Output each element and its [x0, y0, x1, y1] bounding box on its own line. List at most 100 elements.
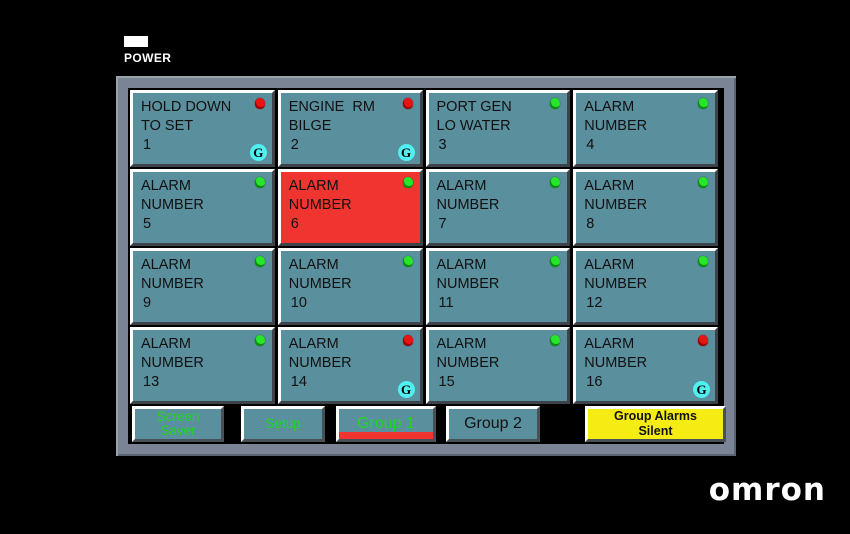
power-label: POWER — [124, 51, 172, 65]
alarm-button-14[interactable]: ALARM NUMBER 14 G — [277, 327, 423, 404]
status-led-green-icon — [402, 177, 413, 188]
alarm-text-line1: ENGINE RM — [288, 99, 375, 115]
alarm-button-4[interactable]: ALARM NUMBER 4 — [573, 90, 718, 167]
group-1-alarm-bar — [339, 432, 433, 439]
alarm-text-line2: NUMBER — [584, 197, 648, 213]
group-badge-icon: G — [397, 381, 415, 398]
alarm-text-line2: NUMBER — [288, 276, 352, 292]
status-led-green-icon — [550, 256, 561, 267]
alarm-number: 13 — [143, 374, 160, 390]
alarm-text-line1: ALARM — [584, 99, 635, 115]
alarm-button-13[interactable]: ALARM NUMBER 13 — [130, 327, 275, 404]
alarm-number: 4 — [586, 137, 595, 153]
group-badge-icon: G — [249, 144, 267, 161]
alarm-text-line2: NUMBER — [436, 355, 500, 371]
alarm-text-line1: ALARM — [436, 178, 487, 194]
alarm-text-line2: NUMBER — [584, 355, 648, 371]
alarm-button-7[interactable]: ALARM NUMBER 7 — [425, 169, 571, 246]
group-badge-icon: G — [693, 381, 710, 398]
status-led-green-icon — [550, 98, 561, 109]
setup-label: Setup — [265, 416, 301, 431]
alarm-number: 11 — [438, 295, 454, 311]
status-led-red-icon — [402, 335, 413, 346]
alarm-number: 2 — [290, 137, 299, 153]
alarm-text-line1: HOLD DOWN — [141, 99, 232, 115]
alarm-number: 7 — [438, 216, 447, 232]
status-led-red-icon — [254, 98, 265, 109]
power-indicator: POWER — [124, 36, 171, 65]
alarm-button-2[interactable]: ENGINE RM BILGE 2 G — [277, 90, 423, 167]
alarm-text-line2: NUMBER — [288, 197, 352, 213]
screen-saver-button[interactable]: Screen Saver — [132, 406, 224, 442]
status-led-green-icon — [402, 256, 413, 267]
group-2-button[interactable]: Group 2 — [446, 406, 540, 442]
alarm-text-line2: NUMBER — [288, 355, 352, 371]
alarm-button-1[interactable]: HOLD DOWN TO SET 1 G — [130, 90, 275, 167]
setup-button[interactable]: Setup — [241, 406, 325, 442]
omron-logo: omron — [708, 472, 826, 508]
control-bar: Screen Saver Setup Group 1 Group 2 Group… — [130, 406, 726, 442]
status-led-green-icon — [550, 335, 561, 346]
alarm-text-line2: NUMBER — [141, 355, 204, 371]
alarm-number: 5 — [143, 216, 152, 232]
alarm-number: 16 — [586, 374, 603, 390]
alarm-text-line2: NUMBER — [436, 197, 500, 213]
alarm-text-line1: ALARM — [584, 257, 635, 273]
alarm-text-line2: LO WATER — [436, 118, 511, 134]
alarm-button-15[interactable]: ALARM NUMBER 15 — [425, 327, 571, 404]
alarm-button-9[interactable]: ALARM NUMBER 9 — [130, 248, 275, 325]
alarm-text-line1: ALARM — [436, 336, 487, 352]
status-led-green-icon — [254, 256, 265, 267]
status-led-green-icon — [698, 177, 708, 188]
alarm-number: 9 — [143, 295, 152, 311]
alarm-text-line1: PORT GEN — [436, 99, 512, 115]
power-led-icon — [124, 36, 148, 47]
alarm-text-line1: ALARM — [288, 336, 339, 352]
alarm-text-line1: ALARM — [436, 257, 487, 273]
status-led-green-icon — [254, 335, 265, 346]
alarm-button-12[interactable]: ALARM NUMBER 12 — [573, 248, 718, 325]
status-led-green-icon — [254, 177, 265, 188]
alarm-text-line2: NUMBER — [436, 276, 500, 292]
alarm-number: 14 — [290, 374, 307, 390]
alarm-text-line1: ALARM — [288, 257, 339, 273]
status-led-green-icon — [698, 256, 708, 267]
alarm-text-line1: ALARM — [141, 178, 191, 194]
group-badge-icon: G — [397, 144, 415, 161]
alarm-text-line2: TO SET — [141, 118, 194, 134]
alarm-button-5[interactable]: ALARM NUMBER 5 — [130, 169, 275, 246]
status-led-red-icon — [402, 98, 413, 109]
alarm-text-line2: NUMBER — [141, 197, 204, 213]
group-alarms-silent-button[interactable]: Group Alarms Silent — [585, 406, 726, 442]
alarm-number: 12 — [586, 295, 603, 311]
alarm-text-line2: NUMBER — [584, 118, 648, 134]
alarm-button-11[interactable]: ALARM NUMBER 11 — [425, 248, 571, 325]
group-1-button[interactable]: Group 1 — [336, 406, 436, 442]
alarm-number: 8 — [586, 216, 595, 232]
alarm-button-10[interactable]: ALARM NUMBER 10 — [277, 248, 423, 325]
alarm-number: 15 — [438, 374, 455, 390]
alarm-text-line1: ALARM — [288, 178, 339, 194]
alarm-text-line1: ALARM — [584, 178, 635, 194]
alarm-number: 10 — [290, 295, 307, 311]
status-led-green-icon — [550, 177, 561, 188]
alarm-number: 6 — [290, 216, 299, 232]
alarm-button-16[interactable]: ALARM NUMBER 16 G — [573, 327, 718, 404]
alarm-button-8[interactable]: ALARM NUMBER 8 — [573, 169, 718, 246]
alarm-number: 1 — [143, 137, 152, 153]
alarm-button-3[interactable]: PORT GEN LO WATER 3 — [425, 90, 571, 167]
alarm-number: 3 — [438, 137, 447, 153]
alarm-text-line1: ALARM — [141, 257, 191, 273]
alarm-text-line2: NUMBER — [141, 276, 204, 292]
status-led-green-icon — [698, 98, 708, 109]
alarm-text-line1: ALARM — [584, 336, 635, 352]
alarm-text-line2: NUMBER — [584, 276, 648, 292]
group-alarms-silent-label: Group Alarms Silent — [614, 409, 697, 438]
alarm-button-6[interactable]: ALARM NUMBER 6 — [277, 169, 423, 246]
group-2-label: Group 2 — [464, 415, 522, 432]
alarm-text-line2: BILGE — [288, 118, 332, 134]
alarm-text-line1: ALARM — [141, 336, 191, 352]
